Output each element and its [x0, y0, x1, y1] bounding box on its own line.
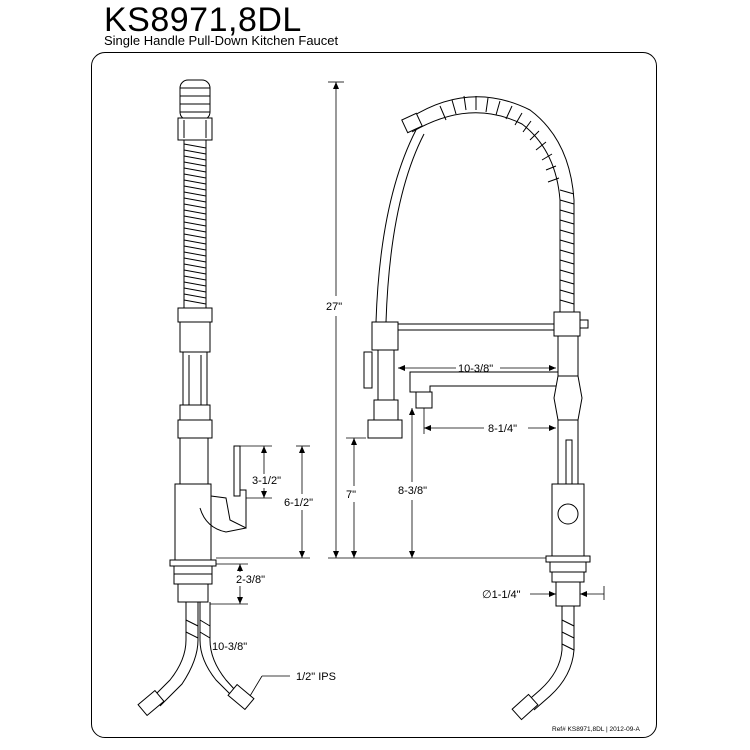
dim-supply-fitting: 1/2" IPS: [296, 671, 336, 683]
front-column: [553, 335, 583, 485]
front-crossbar: [395, 311, 589, 337]
side-spring-cap: [177, 79, 213, 141]
side-handle-body: [174, 445, 247, 561]
side-spring-coil: [183, 140, 207, 310]
side-lever: [233, 445, 241, 497]
front-hose-inner: [385, 133, 425, 323]
front-supply-hose: [511, 606, 575, 721]
dim-spray-reach: 8-1/4": [488, 423, 517, 435]
dim-deck-thickness: 2-3/8": [236, 574, 265, 586]
front-spring-arc: [401, 95, 575, 315]
side-mount: [169, 559, 217, 603]
dim-spout-reach: 10-3/8": [458, 363, 493, 375]
dimension-arrows: [237, 82, 587, 604]
front-mount: [545, 555, 591, 607]
dim-supply-length: 10-3/8": [212, 641, 247, 653]
side-column-top: [177, 419, 213, 439]
front-view: [363, 95, 591, 721]
dim-base-to-handle-top: 6-1/2": [284, 497, 313, 509]
dim-spray-height: 7": [346, 489, 356, 501]
drawing-frame: [91, 52, 657, 738]
front-spray-head: [363, 321, 403, 439]
dim-spout-height: 8-3/8": [398, 485, 427, 497]
side-supply-hoses: [137, 602, 255, 717]
front-handle-body: [551, 483, 585, 557]
product-description: Single Handle Pull-Down Kitchen Faucet: [104, 33, 339, 48]
side-view: [137, 79, 255, 717]
reference-code: Ref# KS8971,8DL | 2012-09-A: [552, 726, 640, 733]
front-spout: [409, 371, 563, 409]
dim-hole-diameter: ∅1-1/4": [482, 589, 521, 601]
dim-overall-height: 27": [326, 301, 342, 313]
side-spray-head: [179, 321, 211, 421]
dim-handle-height: 3-1/2": [252, 475, 281, 487]
side-column: [179, 437, 209, 485]
dimension-lines: [209, 81, 605, 697]
side-collar: [177, 307, 213, 323]
model-title: KS8971,8DL: [104, 1, 302, 39]
front-hose-outer: [375, 129, 417, 323]
